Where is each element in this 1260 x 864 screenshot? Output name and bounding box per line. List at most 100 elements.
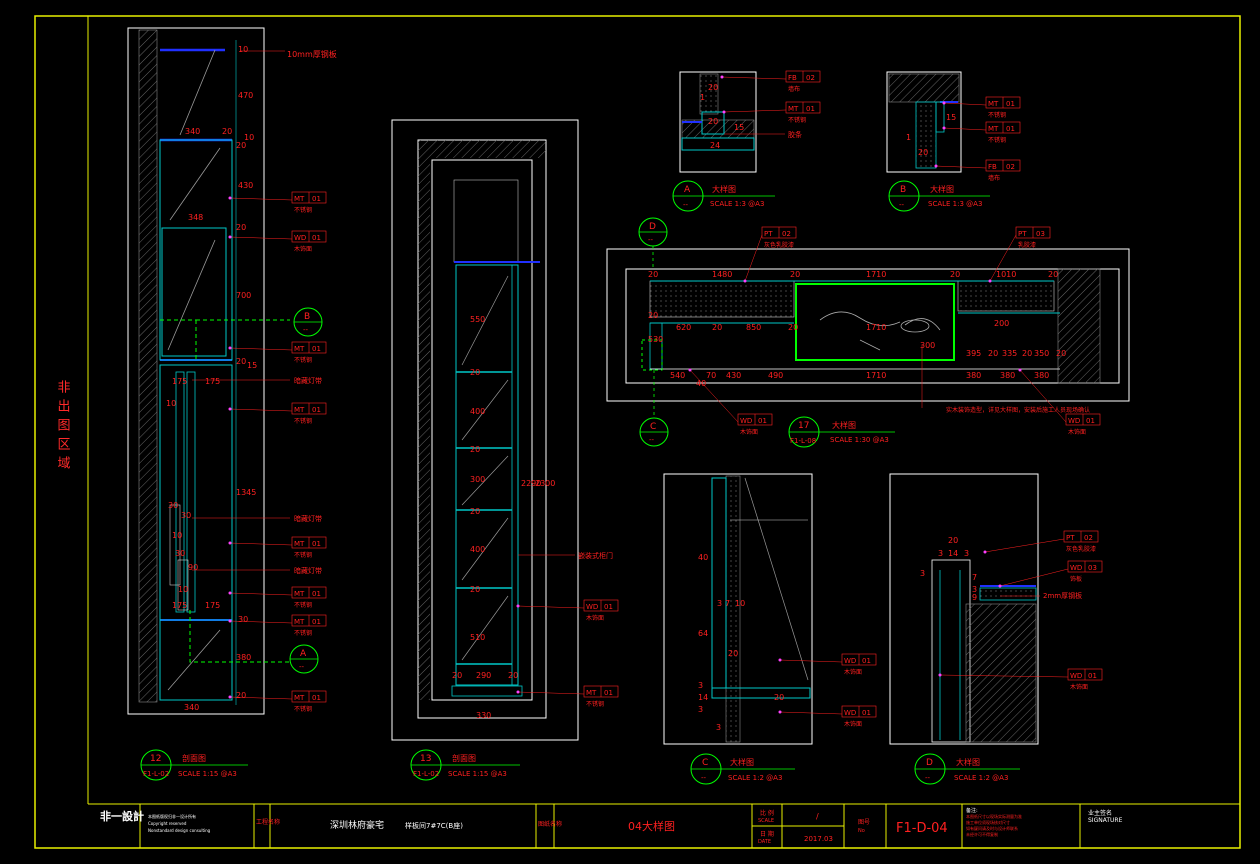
svg-text:20: 20 [1022,349,1032,358]
tag-number: 01 [862,657,871,665]
dim: 175 [205,601,220,610]
svg-text:850: 850 [746,323,761,332]
tag-code: MT [988,125,999,133]
dim: 400 [470,407,485,416]
svg-text:20: 20 [708,117,718,126]
title-block: 非一設計 本图纸版权归非一设计所有 Copyright reserved Non… [88,803,1240,848]
view-title-13: 13 F1-L-02 剖面图 SCALE 1:15 @A3 [410,749,520,781]
dim: 175 [205,377,220,386]
tag-desc: 木饰面 [844,668,862,676]
svg-text:3: 3 [716,723,721,732]
svg-text:335: 335 [1002,349,1017,358]
svg-text:3: 3 [920,569,925,578]
tag-number: 01 [312,590,321,598]
dim: 30 [175,549,185,558]
company-logo: 非一設計 [100,809,144,823]
note-steel-plate: 10mm厚钢板 [287,49,337,59]
svg-text:20: 20 [918,148,928,157]
tag-code: MT [294,195,305,203]
svg-text:380: 380 [966,371,981,380]
tag-desc: 不锈钢 [586,700,604,708]
svg-text:200: 200 [994,319,1009,328]
dim: 20 [470,368,480,377]
tag-code: MT [988,100,999,108]
svg-text:--: -- [683,201,689,209]
tag-code: MT [294,694,305,702]
svg-text:20: 20 [708,83,718,92]
tag-desc: 木饰面 [1070,683,1088,691]
callout-c: C -- [639,370,669,447]
svg-text:SCALE 1:15 @A3: SCALE 1:15 @A3 [448,770,507,778]
svg-text:430: 430 [726,371,741,380]
svg-text:3: 3 [698,705,703,714]
section-12: 10 470 340 20 10 20 430 348 20 700 20 15… [127,27,337,715]
svg-text:7: 7 [972,573,977,582]
tag-number: 01 [1006,125,1015,133]
dim: 20 [470,445,480,454]
svg-text:15: 15 [946,113,956,122]
tag-code: WD [740,417,752,425]
svg-text:--: -- [899,201,905,209]
dim: 400 [470,545,485,554]
detail-b-drawing: 15 1 20 [886,71,962,173]
svg-text:17: 17 [798,421,809,431]
tag-desc: 不锈钢 [988,111,1006,119]
tag-desc: 木饰面 [586,614,604,622]
tag-code: WD [1070,672,1082,680]
dim: 470 [238,91,253,100]
tag-code: MT [788,105,799,113]
svg-text:70: 70 [706,371,716,380]
svg-text:备注:: 备注: [966,807,978,814]
svg-text:15: 15 [734,123,744,132]
sheet-border [34,15,1241,849]
svg-text:C: C [650,422,656,432]
tag-code: MT [294,540,305,548]
tag-desc: 不锈钢 [294,356,312,364]
dim: 700 [236,291,251,300]
tag-desc: 木饰面 [844,720,862,728]
tag-desc: 不锈钢 [294,629,312,637]
dim: 20 [222,127,232,136]
svg-text:--: -- [925,774,931,782]
svg-text:20: 20 [648,270,658,279]
tag-desc: 灰色乳胶漆 [764,241,794,249]
svg-text:540: 540 [670,371,685,380]
svg-text:--: -- [299,663,305,671]
date-label-en: DATE [758,839,771,845]
svg-text:D: D [926,758,933,768]
tag-number: 03 [1088,564,1097,572]
tag-code: MT [294,618,305,626]
detail-a-drawing: 20 1 20 15 24 胶条 [679,71,802,173]
tag-desc: 不锈钢 [788,116,806,124]
dim: 90 [188,563,198,572]
project-name: 深圳林府豪宅 [330,819,384,831]
view-title-17: 17 F1-L-08 大样图 SCALE 1:30 @A3 [788,416,895,448]
tag-code: WD [294,234,306,242]
svg-text:大样图: 大样图 [956,757,980,767]
svg-text:D: D [649,222,656,232]
svg-text:--: -- [303,326,309,334]
tag-code: WD [844,709,856,717]
svg-text:A: A [300,649,307,659]
tag-code: MT [586,689,597,697]
company-line: Nonstandard design consulting [148,828,211,833]
svg-text:490: 490 [768,371,783,380]
section-13: 550 20 400 20 300 20 400 20 510 2290 230… [391,119,613,741]
tag-desc: 不锈钢 [988,136,1006,144]
signature-label-en: SIGNATURE [1088,817,1123,824]
tag-number: 03 [1036,230,1045,238]
svg-text:大样图: 大样图 [930,184,954,194]
tag-desc: 乳胶漆 [1018,241,1036,249]
svg-text:14: 14 [948,549,958,558]
svg-text:24: 24 [710,141,720,150]
